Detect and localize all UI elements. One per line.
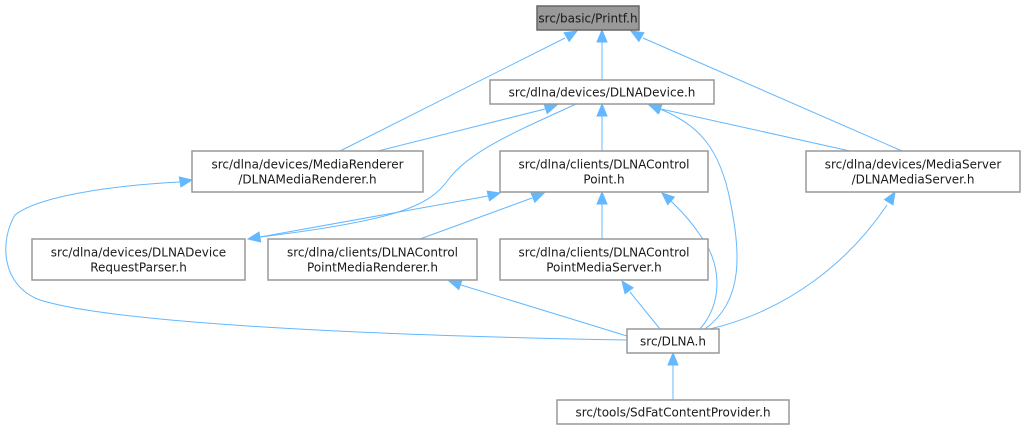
node-box[interactable]	[499, 150, 709, 193]
edge-line	[629, 291, 661, 330]
node-dlnadevice[interactable]: src/dlna/devices/DLNADevice.h	[489, 79, 715, 105]
edge-line	[460, 284, 628, 337]
edge-requestparser-to-controlpoint	[259, 190, 502, 238]
edge-line	[660, 108, 851, 152]
node-label[interactable]: src/dlna/devices/MediaRenderer	[211, 158, 403, 172]
arrow-head-icon	[661, 192, 676, 206]
node-label[interactable]: PointMediaRenderer.h	[307, 261, 438, 275]
edge-dlna-to-cpmediarenderer	[447, 279, 628, 337]
node-box[interactable]	[626, 328, 720, 354]
node-box[interactable]	[556, 399, 790, 425]
edge-mediaserver-to-dlnadevice	[647, 103, 851, 152]
arrow-head-icon	[178, 176, 194, 188]
node-dlna[interactable]: src/DLNA.h	[626, 328, 720, 354]
node-requestparser[interactable]: src/dlna/devices/DLNADeviceRequestParser…	[31, 238, 246, 281]
edge-line	[642, 37, 903, 152]
node-box[interactable]	[31, 238, 246, 281]
arrow-head-icon	[596, 190, 608, 205]
arrow-head-icon	[883, 190, 896, 206]
edge-dlna-to-mediarenderer	[5, 176, 628, 341]
edge-line	[5, 181, 628, 341]
edge-mediarenderer-to-printf	[339, 30, 579, 152]
node-label[interactable]: src/basic/Printf.h	[538, 12, 637, 26]
node-cpmediarenderer[interactable]: src/dlna/clients/DLNAControlPointMediaRe…	[267, 238, 478, 281]
node-label[interactable]: src/tools/SdFatContentProvider.h	[575, 406, 770, 420]
arrow-head-icon	[596, 102, 608, 117]
node-label[interactable]: src/DLNA.h	[640, 335, 706, 349]
nodes-layer: src/basic/Printf.h src/dlna/devices/DLNAD…	[31, 5, 1021, 425]
node-box[interactable]	[191, 150, 424, 193]
edge-dlna-to-dlnadevice	[647, 103, 738, 330]
edge-line	[259, 195, 489, 238]
node-box[interactable]	[805, 150, 1021, 193]
arrow-head-icon	[543, 103, 559, 115]
edge-line	[659, 108, 738, 330]
edge-line	[709, 204, 888, 330]
arrow-head-icon	[596, 28, 608, 43]
node-printf[interactable]: src/basic/Printf.h	[536, 5, 640, 31]
node-label[interactable]: src/dlna/clients/DLNAControl	[287, 246, 458, 260]
edge-dlna-to-cpmediaserver	[621, 279, 661, 330]
arrow-head-icon	[447, 279, 463, 291]
arrow-head-icon	[621, 279, 635, 295]
edge-line	[259, 103, 577, 238]
edge-mediaserver-to-printf	[629, 30, 903, 152]
node-label[interactable]: src/dlna/clients/DLNAControl	[518, 158, 689, 172]
arrow-head-icon	[667, 351, 679, 366]
node-label[interactable]: RequestParser.h	[90, 261, 187, 275]
arrow-head-icon	[629, 30, 645, 43]
node-mediaserver[interactable]: src/dlna/devices/MediaServer/DLNAMediaSe…	[805, 150, 1021, 193]
edges-layer	[5, 28, 903, 400]
edge-cpmediaserver-to-controlpoint	[596, 190, 608, 239]
node-label[interactable]: Point.h	[583, 173, 624, 187]
node-cpmediaserver[interactable]: src/dlna/clients/DLNAControlPointMediaSe…	[499, 238, 709, 281]
edge-sdfat-to-dlna	[667, 351, 679, 400]
arrow-head-icon	[486, 190, 502, 202]
node-label[interactable]: /DLNAMediaServer.h	[852, 173, 975, 187]
edge-mediarenderer-to-dlnadevice	[377, 103, 559, 152]
arrow-head-icon	[647, 103, 663, 115]
edge-line	[377, 108, 546, 152]
edge-dlnadevice-to-printf	[596, 28, 608, 80]
arrow-head-icon	[530, 192, 546, 204]
node-label[interactable]: src/dlna/clients/DLNAControl	[518, 246, 689, 260]
node-mediarenderer[interactable]: src/dlna/devices/MediaRenderer/DLNAMedia…	[191, 150, 424, 193]
node-label[interactable]: /DLNAMediaRenderer.h	[238, 173, 376, 187]
edge-cpmediarenderer-to-controlpoint	[419, 192, 546, 240]
arrow-head-icon	[563, 30, 579, 43]
node-label[interactable]: src/dlna/devices/MediaServer	[825, 158, 1002, 172]
node-sdfat[interactable]: src/tools/SdFatContentProvider.h	[556, 399, 790, 425]
node-label[interactable]: PointMediaServer.h	[546, 261, 662, 275]
node-box[interactable]	[267, 238, 478, 281]
node-label[interactable]: src/dlna/devices/DLNADevice	[51, 246, 226, 260]
edge-line	[419, 197, 533, 240]
node-box[interactable]	[536, 5, 640, 31]
edge-dlna-to-mediaserver	[709, 190, 896, 330]
edge-controlpoint-to-dlnadevice	[596, 102, 608, 151]
edge-line	[339, 37, 566, 152]
node-label[interactable]: src/dlna/devices/DLNADevice.h	[509, 86, 696, 100]
node-box[interactable]	[499, 238, 709, 281]
node-box[interactable]	[489, 79, 715, 105]
edge-requestparser-to-dlnadevice	[246, 103, 577, 243]
arrow-head-icon	[246, 231, 262, 243]
